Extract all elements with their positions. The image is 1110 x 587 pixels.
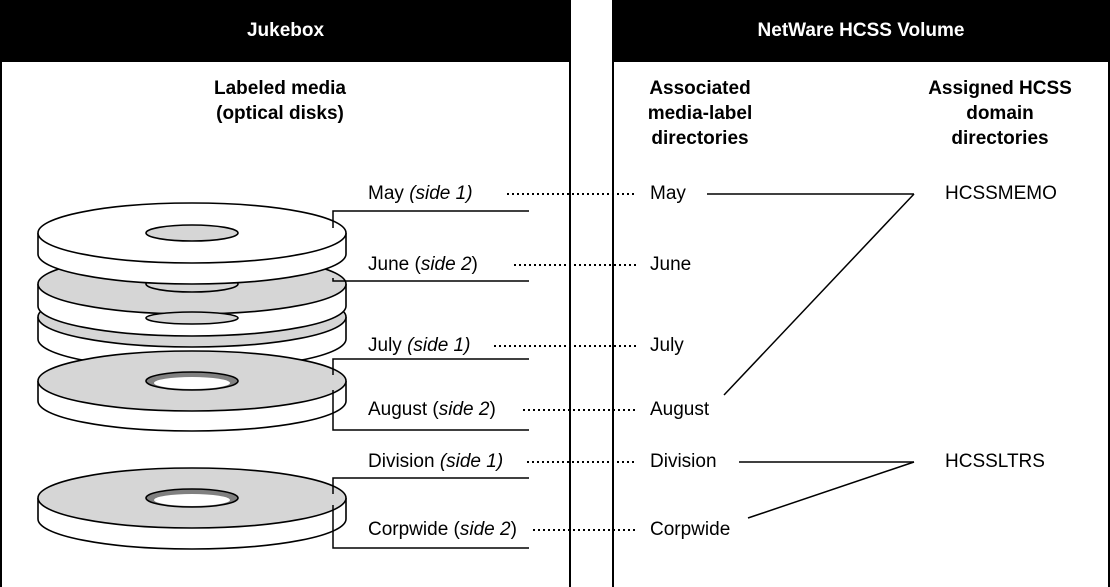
domain-dir-hcssltrs: HCSSLTRS	[945, 451, 1045, 472]
disk-leader-lines	[332, 210, 529, 549]
labeled-media-heading-line2: (optical disks)	[216, 103, 344, 124]
side-text: side 1	[446, 451, 497, 472]
domain-directories-heading: Assigned HCSS domain directories	[900, 76, 1100, 151]
disk-hole	[145, 311, 239, 325]
domain-heading-line1: Assigned HCSS	[928, 78, 1072, 99]
domain-heading-line2: domain	[966, 103, 1034, 124]
media-label-side: (side 1)	[409, 183, 473, 204]
media-dir-division: Division	[650, 451, 717, 472]
media-label-side: side 2	[459, 519, 511, 540]
media-label-june: June (side 2)	[368, 254, 478, 275]
media-label-heading-line1: Associated	[649, 78, 751, 99]
media-label-heading-line2: media-label	[647, 103, 753, 124]
media-label-directories-heading: Associated media-label directories	[625, 76, 775, 151]
media-label-name: Division	[368, 451, 435, 472]
media-label-name: June	[368, 254, 410, 275]
media-label-name: August	[368, 399, 428, 420]
media-label-corpwide: Corpwide (side 2)	[368, 519, 517, 540]
media-label-may: May (side 1)	[368, 183, 473, 205]
hcss-volume-panel: NetWare HCSS Volume	[612, 0, 1110, 587]
optical-disk-july-august	[37, 350, 347, 432]
media-label-heading-line3: directories	[651, 128, 749, 149]
jukebox-header: Jukebox	[2, 0, 569, 62]
media-dir-may: May	[650, 183, 686, 204]
media-dir-june: June	[650, 254, 692, 275]
media-label-name: May	[368, 183, 404, 204]
hcss-volume-header: NetWare HCSS Volume	[614, 0, 1108, 62]
media-dir-august: August	[650, 399, 710, 420]
optical-disk-division-corpwide	[37, 467, 347, 550]
media-label-name: Corpwide	[368, 519, 449, 540]
media-dir-corpwide: Corpwide	[650, 519, 731, 540]
domain-heading-line3: directories	[951, 128, 1049, 149]
media-label-july: July (side 1)	[368, 335, 470, 357]
optical-disk-top	[37, 202, 347, 285]
media-label-side: (side 1)	[407, 335, 471, 356]
labeled-media-heading-line1: Labeled media	[214, 78, 346, 99]
media-label-side: (side 1)	[439, 451, 504, 472]
side-text: side 1	[415, 183, 467, 204]
media-dir-july: July	[650, 335, 684, 356]
media-label-side: side 2	[438, 399, 490, 420]
media-label-side: side 2	[420, 254, 472, 275]
media-label-august: August (side 2)	[368, 399, 496, 420]
media-label-division: Division (side 1)	[368, 451, 503, 473]
dotted-connectors	[494, 193, 637, 531]
domain-dir-hcssmemo: HCSSMEMO	[945, 183, 1057, 204]
side-text: side 1	[413, 335, 465, 356]
media-label-name: July	[368, 335, 402, 356]
domain-assignment-lines	[707, 193, 915, 519]
jukebox-panel: Jukebox	[0, 0, 571, 587]
labeled-media-heading: Labeled media (optical disks)	[200, 76, 360, 126]
